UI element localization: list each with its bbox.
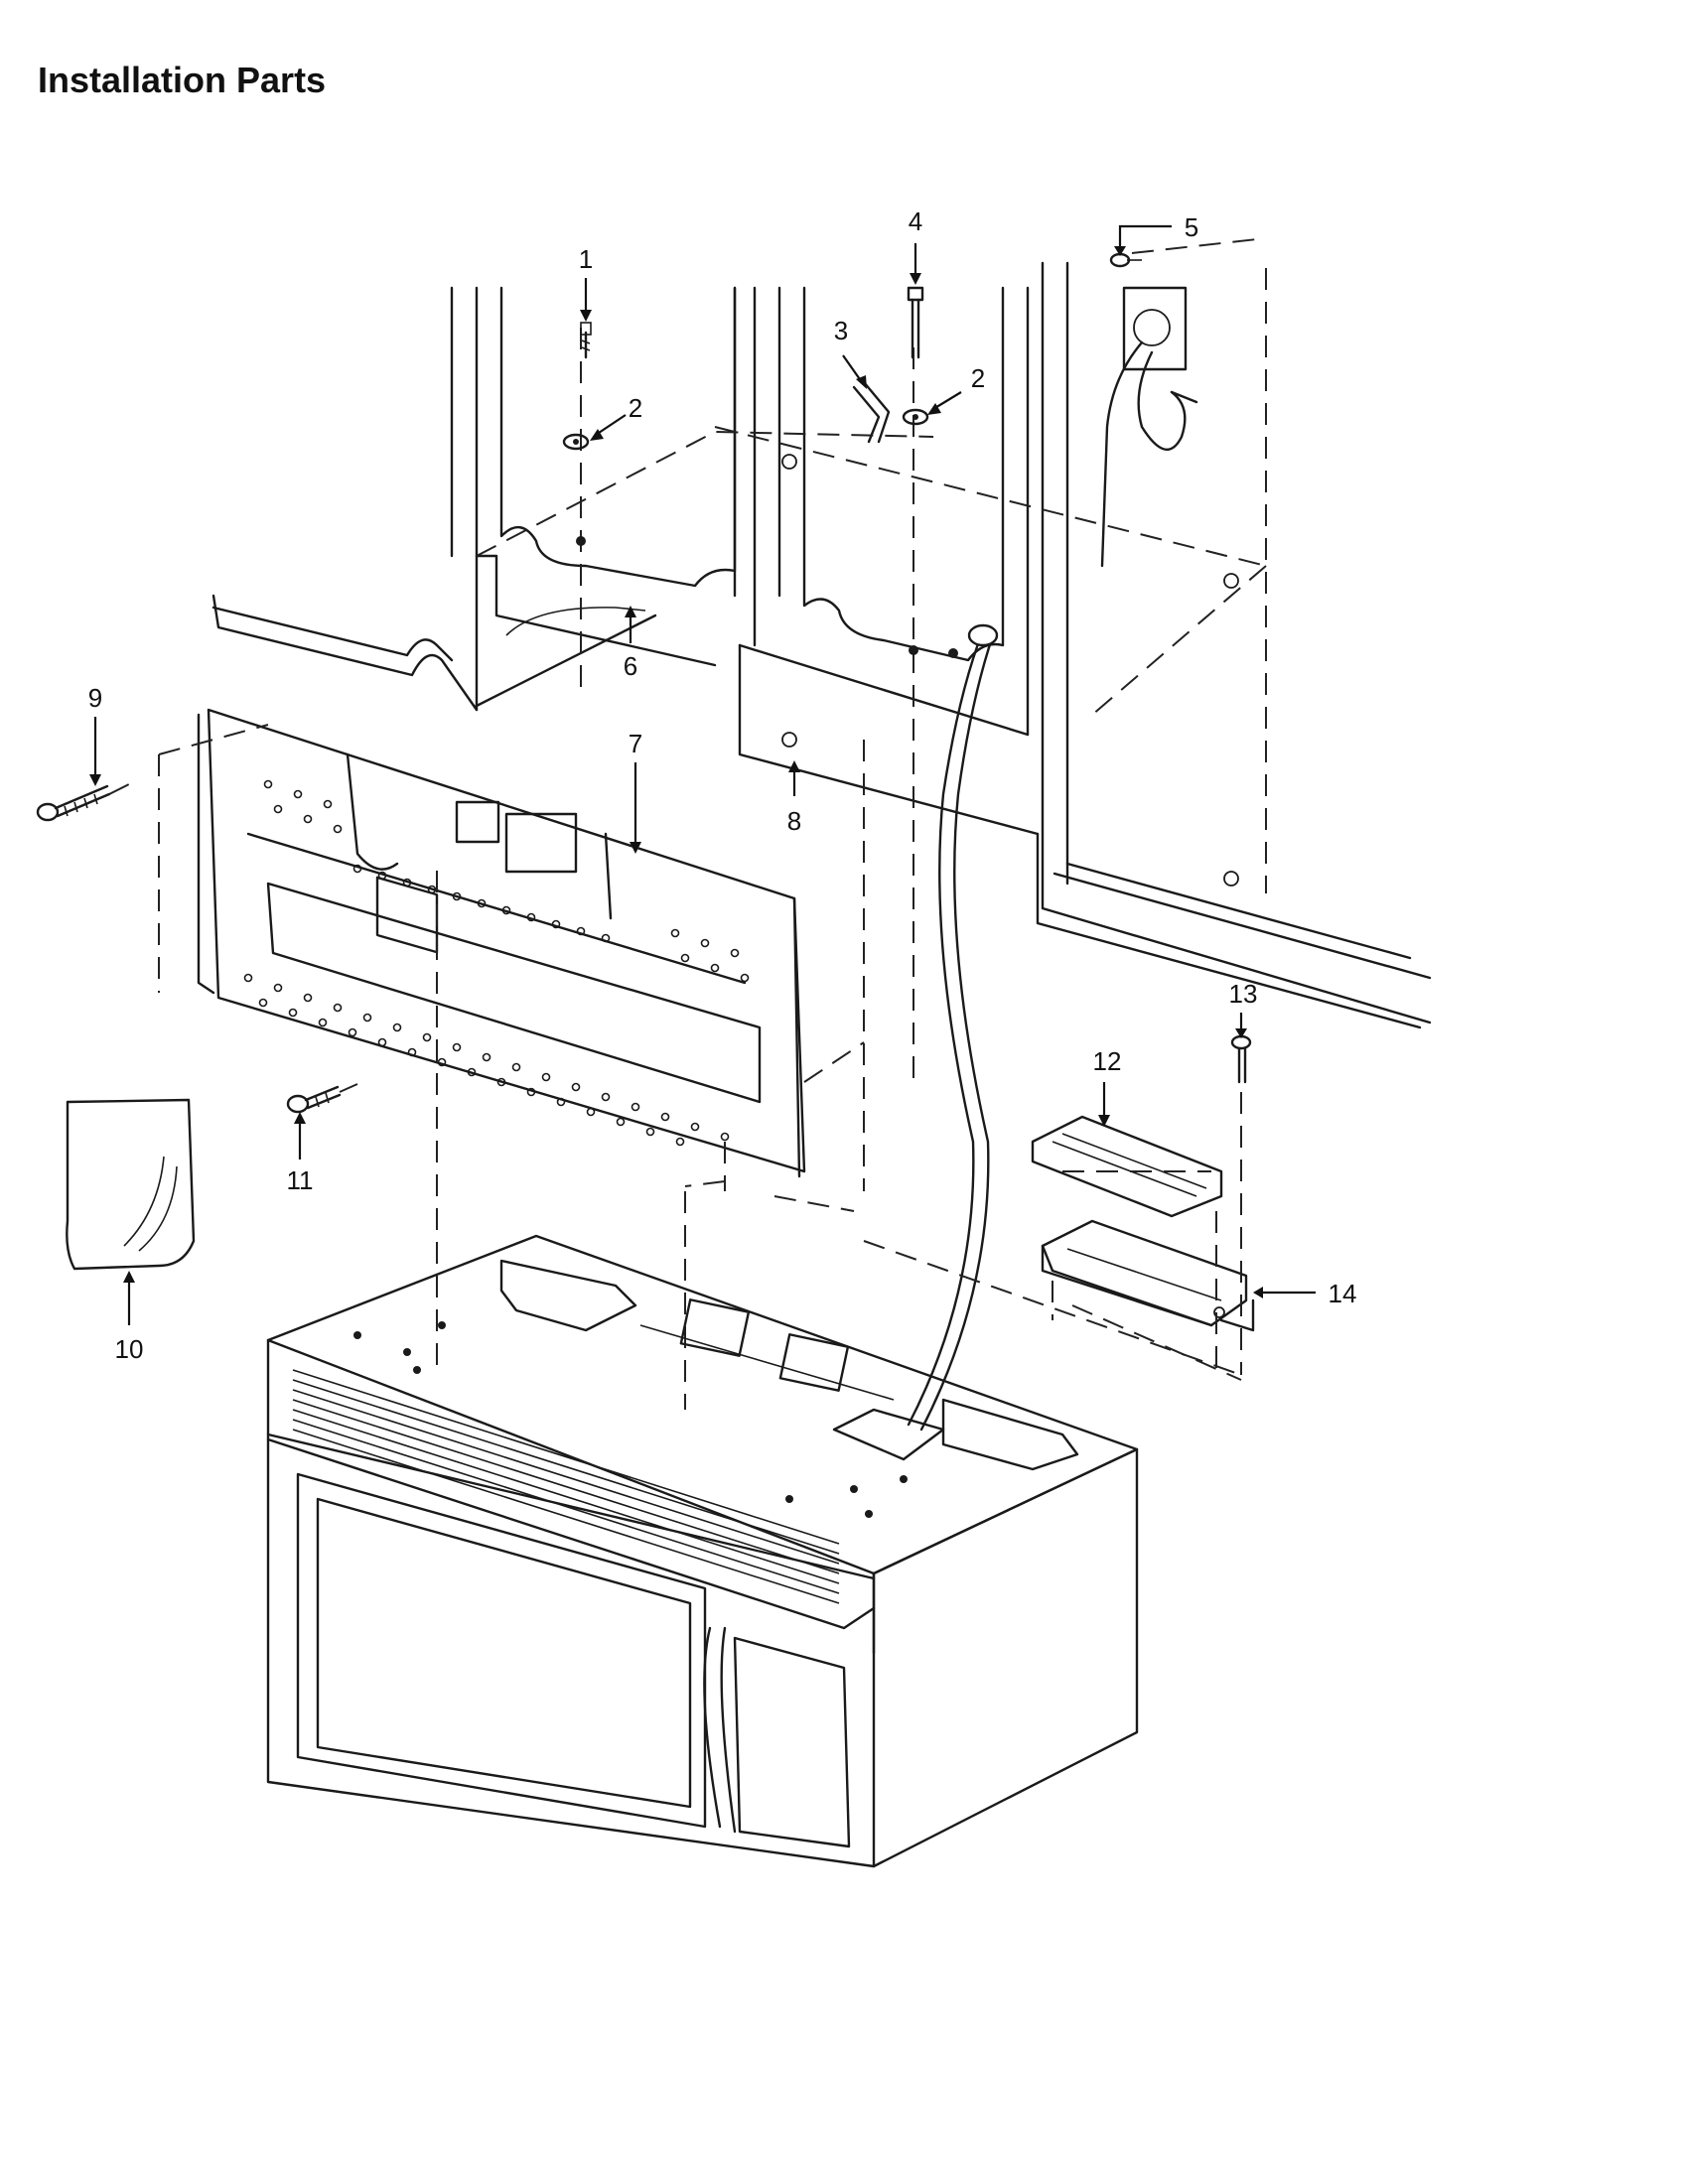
callout-2-left: 2 (629, 393, 642, 423)
callout-12: 12 (1093, 1046, 1122, 1076)
screw-part-13 (1230, 1034, 1252, 1084)
tray-guides (773, 1092, 1242, 1381)
clip-part-3 (852, 380, 891, 444)
callout-10: 10 (115, 1334, 144, 1364)
bag-part-10 (66, 1098, 196, 1271)
power-cord (907, 623, 999, 1432)
bolt-part-4 (907, 286, 924, 359)
callout-11: 11 (287, 1165, 314, 1195)
upper-cabinet-right (738, 286, 1422, 1029)
bracket-part-12 (1031, 1115, 1223, 1218)
tray-part-14 (1041, 1219, 1255, 1332)
microwave-holes (353, 1321, 908, 1518)
callout-4: 4 (909, 206, 922, 236)
screw-part-5 (1109, 252, 1142, 268)
screw-part-11 (286, 1083, 358, 1114)
callout-6: 6 (624, 651, 637, 681)
callout-2-right: 2 (971, 363, 985, 393)
callout-9: 9 (88, 683, 102, 713)
plate-guides (158, 724, 726, 1410)
callout-8: 8 (787, 806, 801, 836)
screw-part-1 (580, 322, 592, 359)
upper-cabinet-left (211, 286, 737, 712)
callout-1: 1 (579, 244, 593, 274)
callout-5: 5 (1185, 212, 1198, 242)
page-title: Installation Parts (38, 60, 327, 100)
callout-14: 14 (1329, 1279, 1357, 1308)
cabinet-bottom-outline (476, 328, 958, 1191)
callout-7: 7 (629, 729, 642, 758)
callout-13: 13 (1229, 979, 1258, 1009)
vent-grille (292, 1369, 840, 1604)
plate-holes (243, 779, 750, 1147)
wall-right (714, 237, 1432, 1024)
callout-3: 3 (834, 316, 848, 345)
washer-part-2-right (902, 408, 929, 426)
mounting-plate-part-7 (197, 708, 806, 1178)
leaders (89, 224, 1316, 1325)
washer-part-2-left (562, 433, 590, 451)
wall-outlet (1100, 286, 1198, 568)
microwave-oven (266, 1234, 1139, 1868)
screw-part-9 (36, 778, 140, 822)
